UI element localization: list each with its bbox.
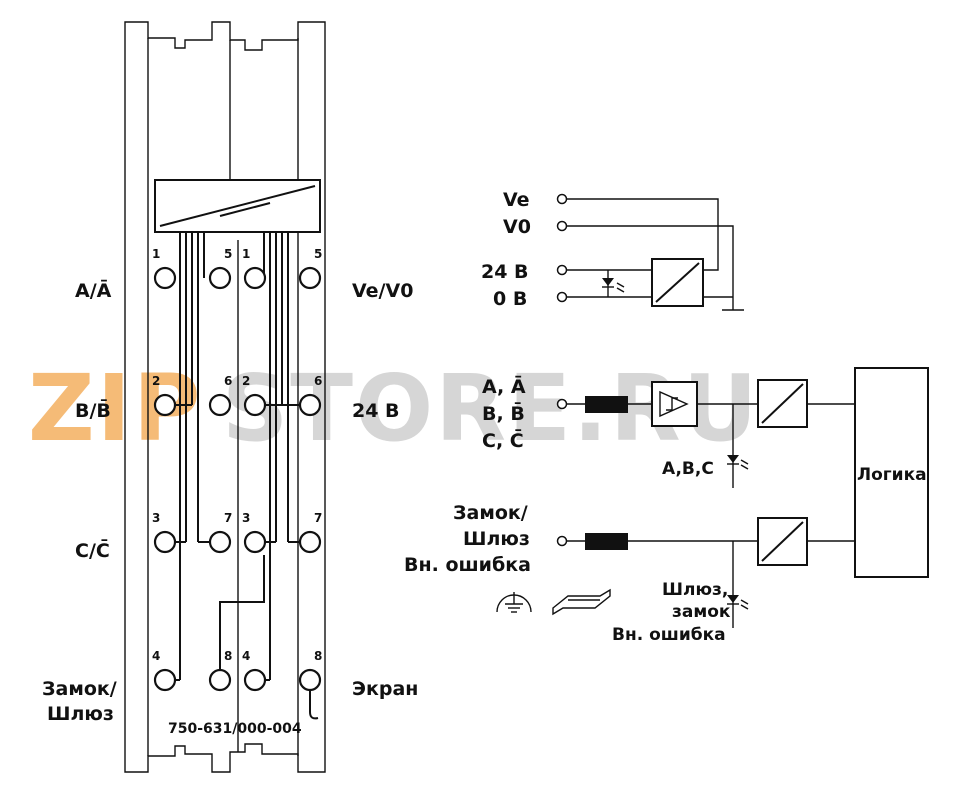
terminal-L8 — [208, 668, 232, 692]
terminal-R1 — [243, 266, 267, 290]
module-wires — [165, 232, 319, 720]
schematic: Ve V0 24 В 0 В A, Ā B, B̄ C, C̄ — [404, 189, 929, 645]
term-num-R5: 5 — [314, 247, 322, 261]
label-latch-line1: Замок/ — [42, 678, 117, 700]
term-num-R4: 4 — [242, 649, 250, 663]
latch-label-line3: Вн. ошибка — [404, 554, 531, 576]
term-num-R6: 6 — [314, 374, 322, 388]
encoder-schmitt-trigger — [651, 381, 698, 427]
terminal-L3 — [153, 530, 177, 554]
terminal-L4 — [153, 668, 177, 692]
latch-led-label-line2: замок — [672, 602, 731, 622]
latch-led-label-line1: Шлюз, — [662, 580, 728, 600]
terminal-L5 — [208, 266, 232, 290]
encoder-label-a: A, Ā — [482, 375, 526, 398]
term-num-L6: 6 — [224, 374, 232, 388]
label-shield: Экран — [352, 678, 418, 700]
encoder-filter — [585, 396, 628, 413]
logic-block — [854, 367, 929, 578]
ground-icon — [496, 592, 532, 613]
term-num-R8: 8 — [314, 649, 322, 663]
supply-label-0v: 0 В — [493, 288, 527, 310]
term-num-L4: 4 — [152, 649, 160, 663]
term-num-R3: 3 — [242, 511, 250, 525]
terminal-R2 — [243, 393, 267, 417]
din-rail-icon — [552, 588, 611, 616]
supply-label-ve: Ve — [503, 189, 530, 211]
term-num-L1: 1 — [152, 247, 160, 261]
module-article-number: 750-631/000-004 — [168, 721, 302, 737]
encoder-label-b: B, B̄ — [482, 402, 525, 425]
terminal-R7 — [298, 530, 322, 554]
supply-label-v0: V0 — [503, 216, 531, 238]
terminal-numbers: 1 2 3 4 5 6 7 8 1 2 3 4 5 6 7 8 — [152, 247, 322, 663]
terminal-R5 — [298, 266, 322, 290]
encoder-led-label: A,B,C — [662, 459, 714, 479]
label-24v: 24 В — [352, 400, 400, 422]
module-labels: A/Ā B/B̄ C/C̄ Замок/ Шлюз Ve/V0 24 В Экр… — [42, 279, 418, 737]
terminal-R3 — [243, 530, 267, 554]
term-num-R1: 1 — [242, 247, 250, 261]
encoder-label-c: C, C̄ — [482, 429, 524, 452]
terminal-R4 — [243, 668, 267, 692]
module-terminals — [153, 266, 322, 692]
term-num-R7: 7 — [314, 511, 322, 525]
label-latch-line2: Шлюз — [47, 703, 114, 725]
term-num-L3: 3 — [152, 511, 160, 525]
label-a-abar: A/Ā — [75, 279, 112, 302]
label-c-cbar: C/C̄ — [75, 539, 110, 562]
supply-label-24v: 24 В — [481, 261, 529, 283]
latch-filter — [585, 533, 628, 550]
terminal-L1 — [153, 266, 177, 290]
terminal-L7 — [208, 530, 232, 554]
term-num-R2: 2 — [242, 374, 250, 388]
label-ve-v0: Ve/V0 — [352, 280, 413, 302]
label-b-bbar: B/B̄ — [75, 399, 111, 422]
term-num-L7: 7 — [224, 511, 232, 525]
term-num-L8: 8 — [224, 649, 232, 663]
module-housing — [124, 21, 326, 773]
watermark-part1: ZIP — [28, 355, 202, 462]
latch-label-line2: Шлюз — [463, 528, 530, 550]
latch-label-line1: Замок/ — [453, 502, 528, 524]
latch-led-label-line3: Вн. ошибка — [612, 625, 726, 645]
term-num-L5: 5 — [224, 247, 232, 261]
terminal-L2 — [153, 393, 177, 417]
term-num-L2: 2 — [152, 374, 160, 388]
terminal-R6 — [298, 393, 322, 417]
terminal-L6 — [208, 393, 232, 417]
terminal-R8 — [298, 668, 322, 692]
logic-label: Логика — [857, 465, 927, 485]
